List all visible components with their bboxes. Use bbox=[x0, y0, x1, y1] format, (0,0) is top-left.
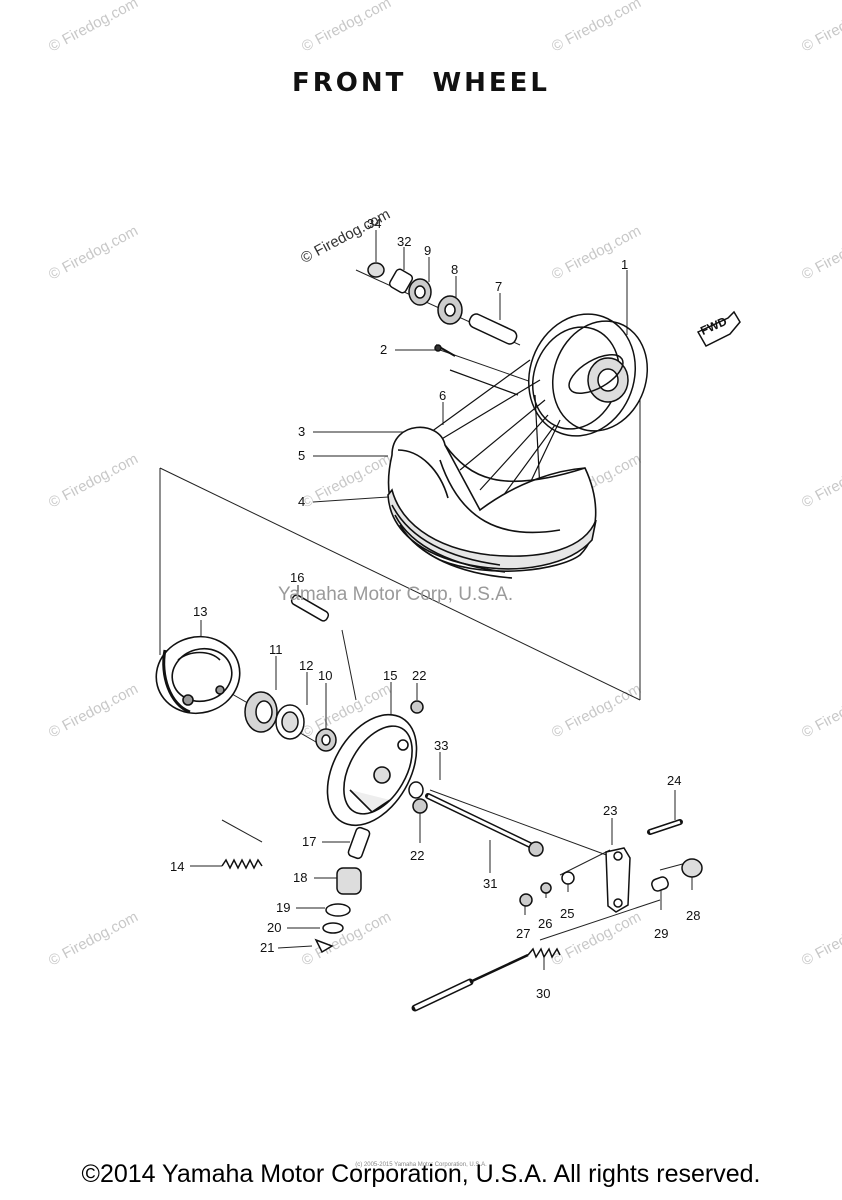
watermark-tile: © Firedog.com bbox=[299, 908, 394, 969]
watermark-tile: © Firedog.com bbox=[799, 908, 842, 969]
axle-and-nuts bbox=[408, 700, 544, 857]
callout-8: 8 bbox=[451, 262, 458, 277]
callout-22-upper: 22 bbox=[412, 668, 426, 683]
rim-and-tire bbox=[387, 426, 597, 579]
callout-24: 24 bbox=[667, 773, 681, 788]
callout-5: 5 bbox=[298, 448, 305, 463]
callout-21: 21 bbox=[260, 940, 274, 955]
callout-29: 29 bbox=[654, 926, 668, 941]
watermark-tile: © Firedog.com bbox=[46, 680, 141, 741]
brake-shoe bbox=[155, 635, 241, 715]
brake-cable bbox=[411, 947, 561, 1012]
copyright-notice: ©2014 Yamaha Motor Corporation, U.S.A. A… bbox=[81, 1160, 761, 1188]
callout-33: 33 bbox=[434, 738, 448, 753]
wheel-hub bbox=[527, 313, 649, 437]
callout-32: 32 bbox=[397, 234, 411, 249]
callout-3: 3 bbox=[298, 424, 305, 439]
wheel-spokes bbox=[419, 359, 561, 501]
callout-10: 10 bbox=[318, 668, 332, 683]
brake-panel bbox=[326, 713, 418, 827]
callout-15: 15 bbox=[383, 668, 397, 683]
callout-22-lower: 22 bbox=[410, 848, 424, 863]
forward-arrow-icon bbox=[696, 310, 741, 347]
watermark-tile: © Firedog.com bbox=[299, 0, 394, 56]
watermark-tile: © Firedog.com bbox=[799, 0, 842, 56]
seals-and-gear bbox=[244, 691, 337, 752]
watermark-tile: © Firedog.com bbox=[799, 450, 842, 511]
callout-17: 17 bbox=[302, 834, 316, 849]
callout-19: 19 bbox=[276, 900, 290, 915]
callout-11: 11 bbox=[269, 642, 283, 657]
callout-25: 25 bbox=[560, 906, 574, 921]
callout-12: 12 bbox=[299, 658, 313, 673]
watermark-tile: © Firedog.com bbox=[46, 450, 141, 511]
callout-28: 28 bbox=[686, 908, 700, 923]
callout-26: 26 bbox=[538, 916, 552, 931]
axle-stack bbox=[367, 262, 518, 357]
watermark-tile: © Firedog.com bbox=[549, 222, 644, 283]
callout-6: 6 bbox=[439, 388, 446, 403]
watermark-tile: © Firedog.com bbox=[799, 680, 842, 741]
brake-lever-assembly bbox=[519, 819, 703, 913]
callout-20: 20 bbox=[267, 920, 281, 935]
speedometer-drive bbox=[290, 594, 371, 954]
watermark-tile: © Firedog.com bbox=[799, 222, 842, 283]
callout-16: 16 bbox=[290, 570, 304, 585]
callout-2: 2 bbox=[380, 342, 387, 357]
watermark-tile: © Firedog.com bbox=[46, 222, 141, 283]
callout-18: 18 bbox=[293, 870, 307, 885]
callout-34: 34 bbox=[367, 216, 381, 231]
return-spring bbox=[221, 858, 263, 870]
watermark-tile: © Firedog.com bbox=[549, 0, 644, 56]
callout-31: 31 bbox=[483, 876, 497, 891]
callout-9: 9 bbox=[424, 243, 431, 258]
fine-print: (c) 2005-2015 Yamaha Motor Corporation, … bbox=[355, 1162, 487, 1168]
callout-7: 7 bbox=[495, 279, 502, 294]
callout-13: 13 bbox=[193, 604, 207, 619]
callout-14: 14 bbox=[170, 859, 184, 874]
callout-labels: 1 2 3 4 5 6 7 8 9 10 11 12 13 14 15 16 1… bbox=[170, 216, 700, 1001]
watermark-tile: © Firedog.com bbox=[46, 908, 141, 969]
watermark-tile: © Firedog.com bbox=[46, 0, 141, 56]
callout-30: 30 bbox=[536, 986, 550, 1001]
page-title: FRONT WHEEL bbox=[292, 68, 550, 98]
watermark-center: Yamaha Motor Corp, U.S.A. bbox=[278, 584, 514, 605]
callout-1: 1 bbox=[621, 257, 628, 272]
watermark-tile: © Firedog.com bbox=[549, 680, 644, 741]
callout-23: 23 bbox=[603, 803, 617, 818]
leader-lines bbox=[190, 230, 693, 970]
callout-27: 27 bbox=[516, 926, 530, 941]
callout-4: 4 bbox=[298, 494, 305, 509]
